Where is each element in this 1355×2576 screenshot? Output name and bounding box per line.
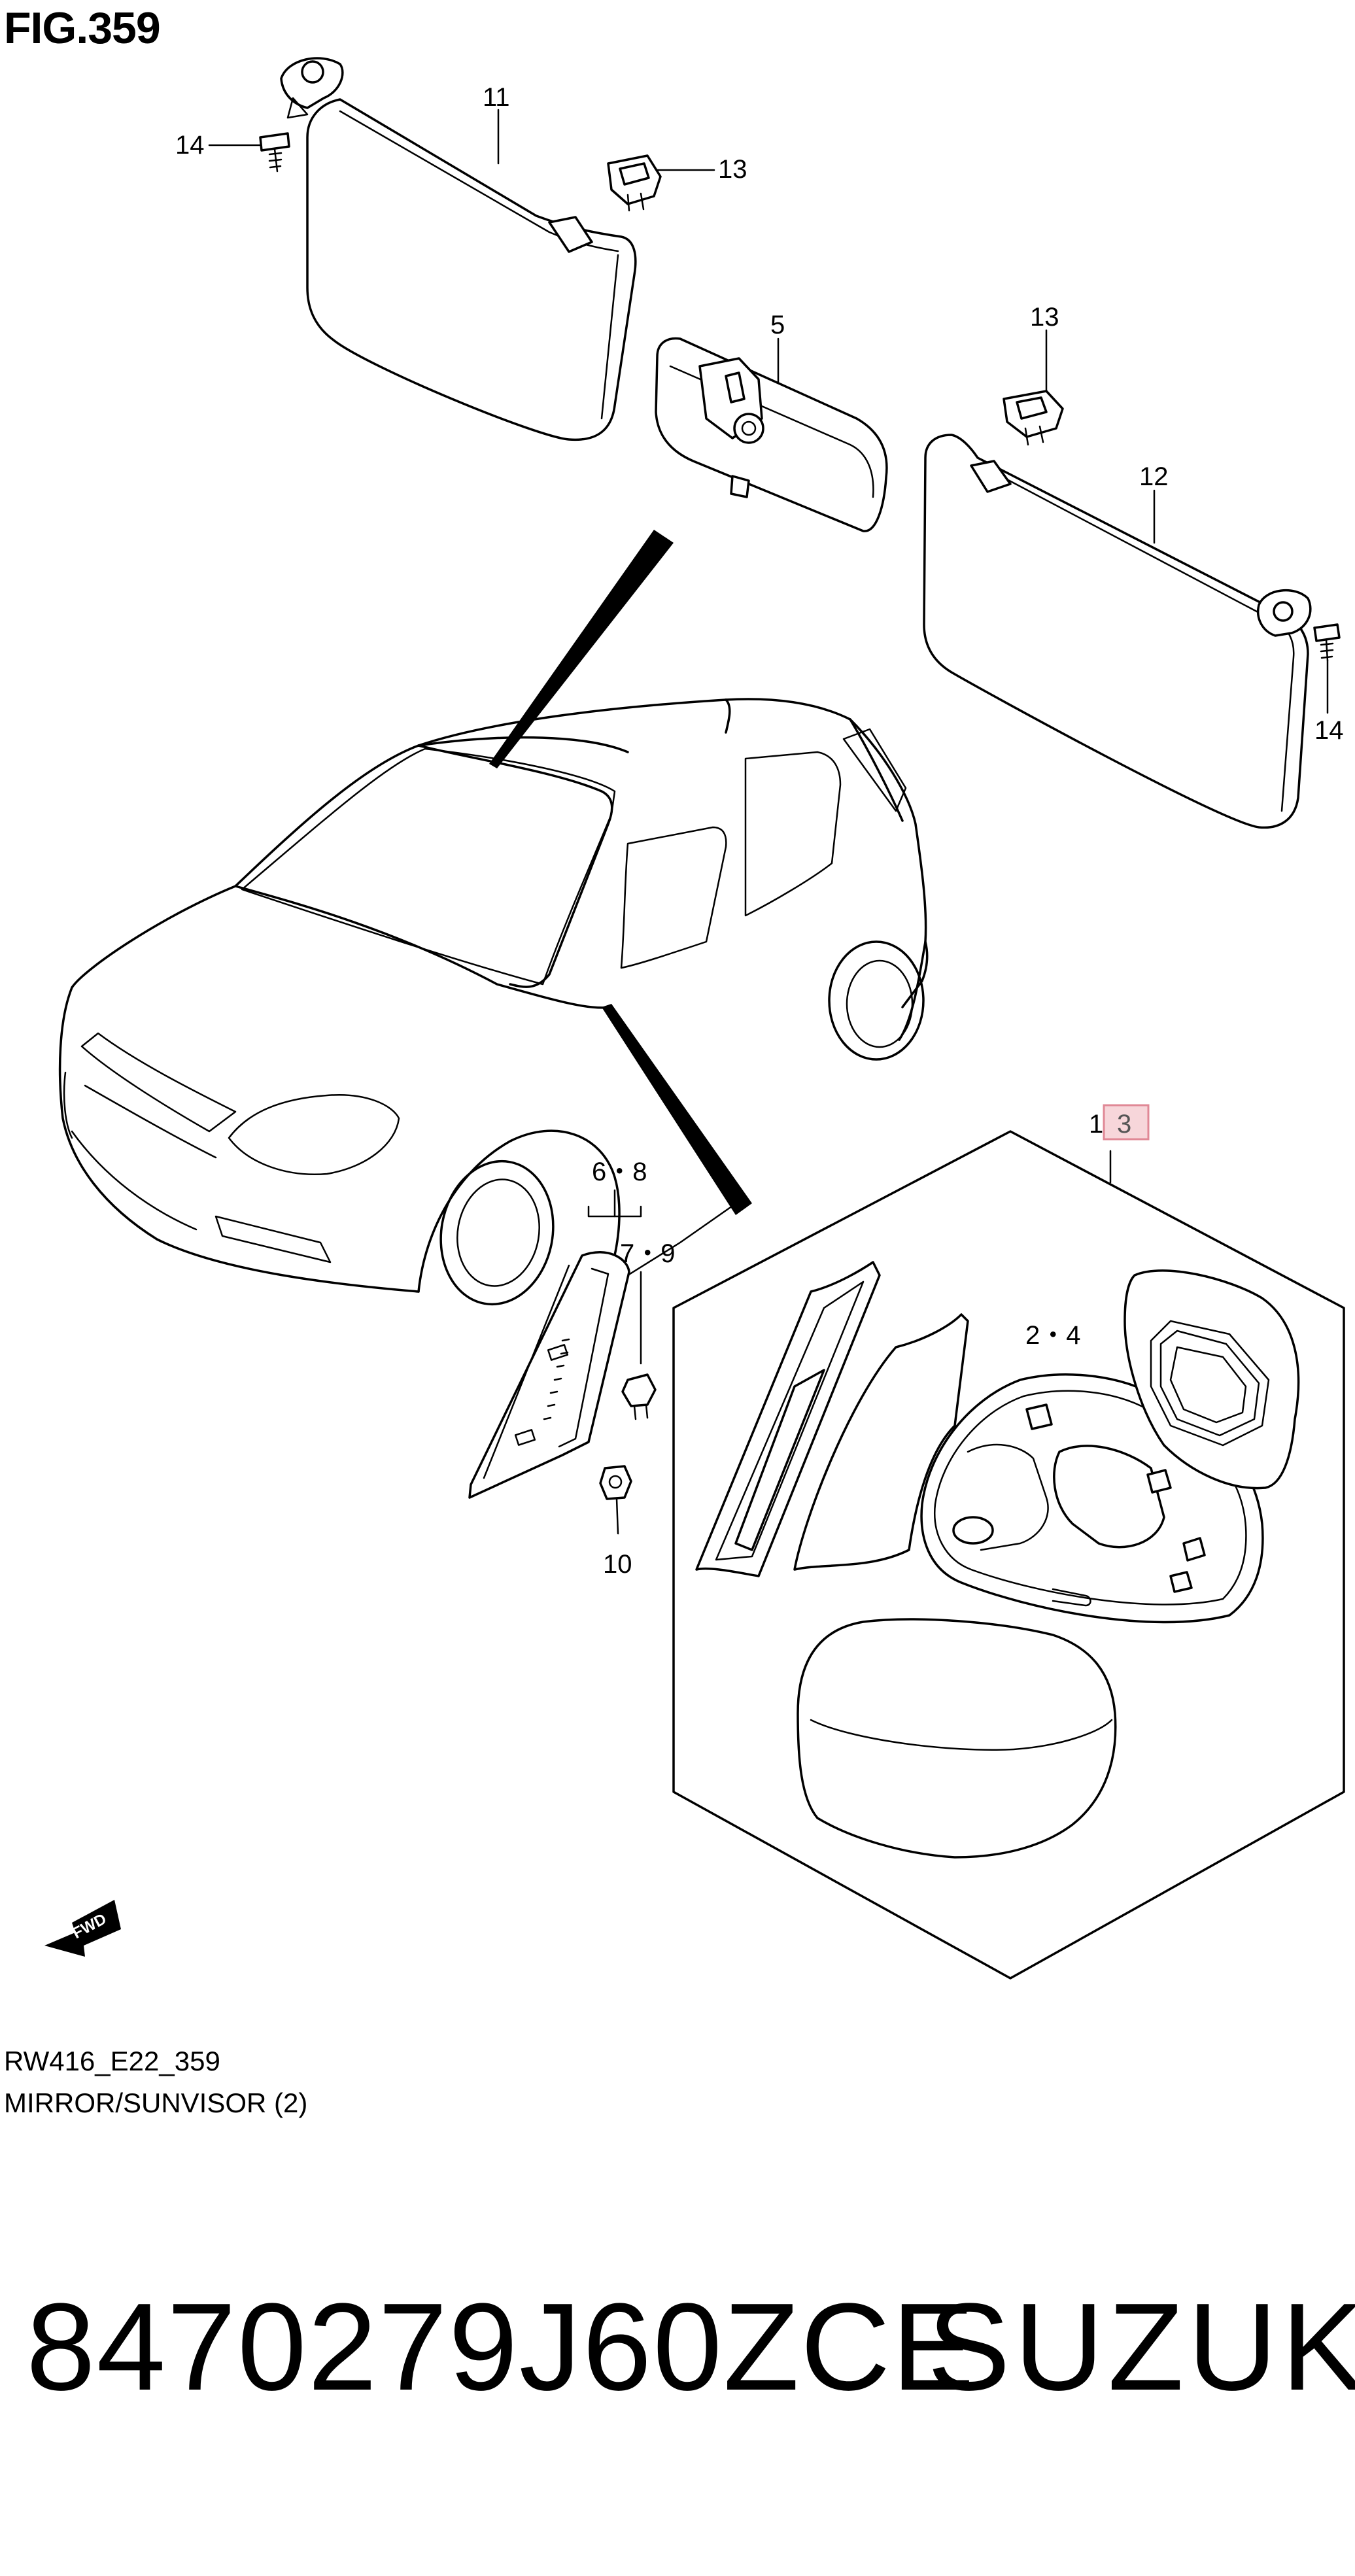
callout-3: 3	[1117, 1110, 1131, 1139]
fwd-badge: FWD	[44, 1900, 121, 1957]
pointer-wedge-bottom	[602, 1004, 752, 1215]
callout-6-8: 6・8	[592, 1158, 647, 1186]
inner-mirror-5-drawing	[655, 337, 888, 532]
callout-7-9: 7・9	[620, 1239, 676, 1268]
sunvisor-11-drawing	[280, 57, 637, 441]
callout-14-right: 14	[1314, 716, 1344, 745]
part-number: 8470279J60ZCE	[26, 2278, 976, 2416]
screw-14-right-drawing	[1313, 623, 1341, 662]
callout-14-top: 14	[175, 131, 205, 160]
outside-mirror-box	[672, 1104, 1345, 1980]
callout-1: 1	[1089, 1110, 1103, 1139]
diagram-title: MIRROR/SUNVISOR (2)	[4, 2087, 308, 2118]
outside-mirror-drawing	[695, 1261, 1300, 1859]
callout-2-4: 2・4	[1025, 1321, 1081, 1350]
figure-title: FIG.359	[4, 3, 161, 53]
garnish-drawing	[468, 1189, 657, 1535]
pointer-wedge-top	[489, 530, 674, 768]
callout-13-right: 13	[1030, 303, 1059, 332]
sunvisor-12-drawing	[923, 434, 1312, 829]
callout-10: 10	[603, 1550, 632, 1579]
car-outline-drawing	[58, 698, 929, 1306]
callout-13-top: 13	[718, 155, 747, 184]
holder-13-top-drawing	[607, 154, 662, 212]
holder-13-right-drawing	[1003, 390, 1064, 446]
callout-12: 12	[1139, 462, 1169, 491]
callout-11: 11	[483, 83, 510, 112]
screw-14-top-drawing	[259, 132, 290, 173]
diagram-code: RW416_E22_359	[4, 2046, 220, 2076]
brand-name: SUZUKI	[927, 2278, 1355, 2416]
callout-5: 5	[770, 311, 785, 339]
